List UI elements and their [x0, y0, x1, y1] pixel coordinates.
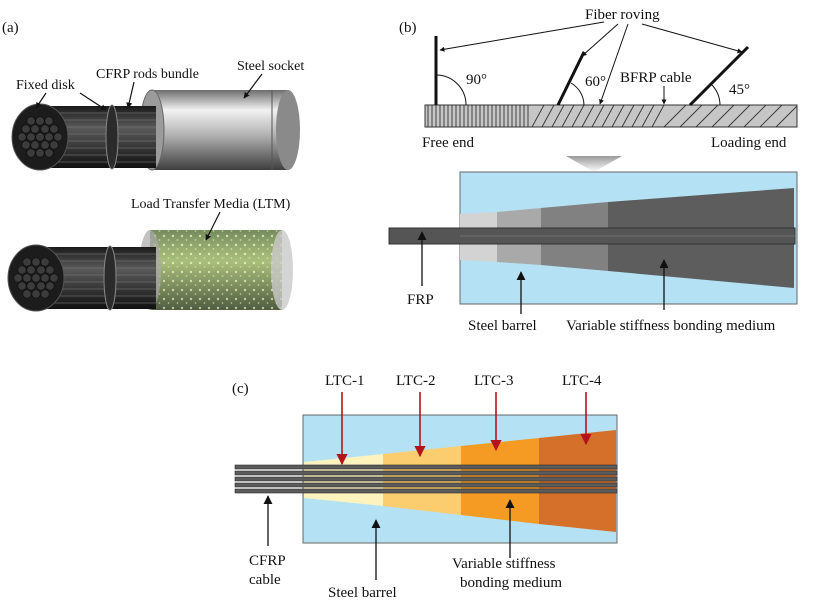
cfrp-rods-bundle-label: CFRP rods bundle [96, 67, 199, 82]
ltc-2-label: LTC-2 [396, 373, 435, 389]
steel-socket-arrow [243, 73, 263, 99]
angle-90-label: 90° [466, 72, 487, 88]
cfrp-cable-label-2: cable [249, 572, 281, 588]
anchor-section-c [234, 414, 618, 544]
ltm-arrow [205, 211, 221, 241]
bfrp-cable [424, 104, 798, 128]
steel-socket-label: Steel socket [237, 59, 304, 74]
ltc-1-label: LTC-1 [325, 373, 364, 389]
frp-label: FRP [407, 292, 434, 308]
bfrp-cable-schematic [424, 21, 798, 128]
roving-60 [556, 51, 586, 106]
zoom-funnel [566, 156, 622, 172]
steel-socket-body [152, 90, 288, 170]
anchor-ltm-model [7, 230, 293, 312]
fiber-roving-label: Fiber roving [585, 7, 660, 23]
cfrp-cable-label-1: CFRP [249, 553, 286, 569]
angle-45-label: 45° [729, 82, 750, 98]
free-end-label: Free end [422, 135, 475, 151]
panel-a: (a) [2, 20, 304, 312]
steel-socket-end-face [276, 90, 300, 170]
panel-c: (c) LTC-1 LTC-2 LTC-3 LTC-4 CFRP cable [232, 373, 618, 601]
angle-arc-60 [570, 82, 585, 106]
cfrp-cable-rods [234, 464, 618, 494]
loading-end-label: Loading end [711, 135, 787, 151]
angle-arc-45 [710, 83, 721, 106]
fixed-disk-arrow-2 [79, 92, 107, 111]
angle-arc-90 [435, 74, 467, 106]
bonding-medium-label-c-2: bonding medium [460, 575, 562, 591]
panel-a-tag: (a) [2, 20, 19, 36]
ltc-4-label: LTC-4 [562, 373, 602, 389]
fixed-disk-2 [105, 104, 119, 170]
fixed-disk-label: Fixed disk [16, 78, 75, 93]
steel-barrel-label-b: Steel barrel [468, 318, 537, 334]
roving-45 [688, 45, 750, 107]
ltc-3-label: LTC-3 [474, 373, 513, 389]
steel-barrel-label-c: Steel barrel [328, 585, 397, 601]
bonding-medium-label-c-1: Variable stiffness [452, 556, 556, 572]
fixed-disk-arrow-1 [35, 92, 47, 109]
anchor-section-b [388, 171, 798, 305]
anchor-steel-socket-model [11, 89, 300, 171]
bfrp-cable-label: BFRP cable [620, 70, 692, 86]
panel-b-tag: (b) [399, 20, 417, 36]
bonding-medium-label-b: Variable stiffness bonding medium [566, 318, 776, 334]
panel-c-tag: (c) [232, 381, 249, 397]
cfrp-rods-arrow [126, 81, 135, 109]
panel-b: (b) Fiber roving [388, 7, 798, 334]
angle-60-label: 60° [585, 74, 606, 90]
transparent-socket [150, 230, 282, 310]
ltm-label: Load Transfer Media (LTM) [131, 197, 291, 212]
